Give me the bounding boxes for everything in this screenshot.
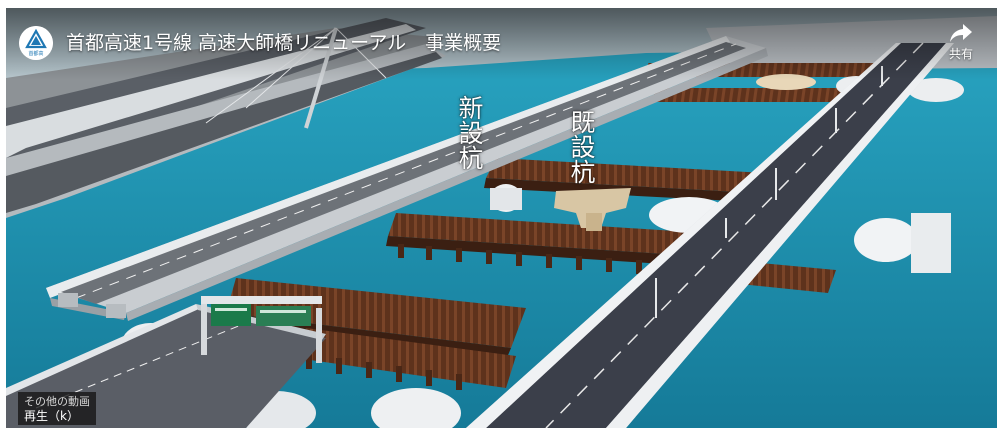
new-piles-char: 新 — [458, 94, 484, 123]
new-piles-label: 新 設 杭 — [457, 96, 485, 171]
existing-piles-char: 設 — [570, 133, 596, 162]
new-piles-char: 設 — [458, 119, 484, 148]
existing-piles-char: 杭 — [570, 158, 596, 187]
more-videos-label: その他の動画 — [24, 395, 90, 408]
channel-logo[interactable]: 首都高 — [19, 26, 53, 60]
video-frame-bridge-render — [6, 8, 997, 428]
existing-piles-label: 既 設 杭 — [569, 110, 597, 185]
new-piles-char: 杭 — [458, 144, 484, 173]
shutoko-logo-icon: 首都高 — [19, 26, 53, 60]
channel-logo-text: 首都高 — [28, 50, 43, 57]
video-title[interactable]: 首都高速1号線 高速大師橋リニューアル 事業概要 — [66, 32, 502, 54]
existing-piles-char: 既 — [570, 108, 596, 137]
title-bar-shade — [6, 8, 997, 80]
video-player[interactable]: 首都高 首都高速1号線 高速大師橋リニューアル 事業概要 共有 新 設 杭 既 … — [6, 8, 997, 428]
more-videos-button[interactable]: その他の動画 再生（k） — [18, 392, 96, 425]
share-button[interactable]: 共有 — [936, 22, 986, 72]
share-label: 共有 — [948, 47, 973, 61]
play-shortcut-label: 再生（k） — [24, 409, 79, 423]
share-arrow-icon — [950, 24, 972, 42]
